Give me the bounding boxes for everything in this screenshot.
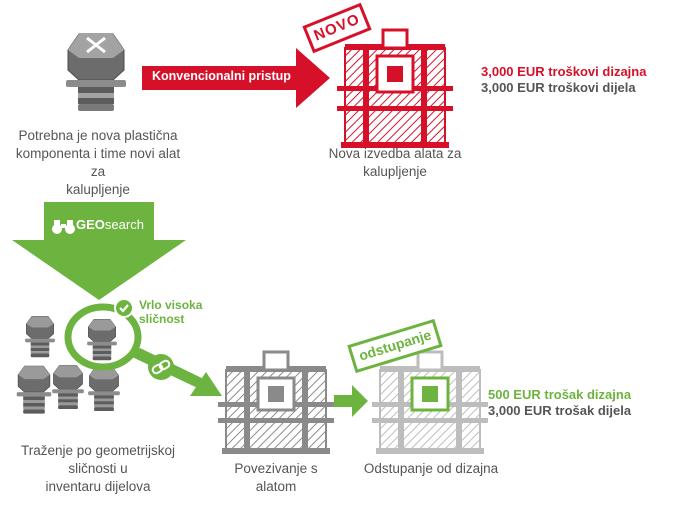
- deviation-stamp: [347, 318, 443, 374]
- plastic-part-screw-icon: [66, 33, 126, 111]
- search-caption: Traženje po geometrijskoj sličnosti u in…: [20, 443, 176, 494]
- design-cost-geosearch: 500 EUR trošak dizajna: [488, 387, 632, 402]
- new-part-caption: Potrebna je nova plastična komponenta i …: [15, 128, 181, 197]
- new-tool-caption: Nova izvedba alata za kalupljenje: [328, 146, 462, 179]
- binoculars-icon: [52, 220, 75, 234]
- link-icon: [148, 354, 174, 380]
- conventional-arrow: [142, 48, 330, 108]
- geosearch-suffix: search: [104, 217, 144, 232]
- conventional-costs: 3,000 EUR troškovi dizajna 3,000 EUR tro…: [481, 64, 646, 96]
- geosearch-costs: 500 EUR trošak dizajna 3,000 EUR trošak …: [488, 387, 631, 419]
- similarity-label: Vrlo visoka sličnost: [139, 298, 203, 326]
- check-icon: [114, 298, 134, 318]
- new-mold-tool-icon: [337, 28, 453, 148]
- modify-arrow: [334, 385, 368, 417]
- new-stamp: [302, 2, 372, 54]
- deviation-caption: Odstupanje od dizajna: [363, 461, 499, 476]
- part-cost: 3,000 EUR troškovi dijela: [481, 80, 636, 95]
- conventional-approach-label: Konvencionalni pristup: [152, 69, 291, 83]
- existing-mold-tool-icon: [218, 350, 334, 454]
- geosearch-label: GEOsearch: [76, 217, 144, 232]
- design-cost: 3,000 EUR troškovi dizajna: [481, 64, 647, 79]
- link-caption: Povezivanje s alatom: [234, 461, 318, 494]
- geosearch-prefix: GEO: [76, 217, 105, 232]
- part-cost-geosearch: 3,000 EUR trošak dijela: [488, 403, 632, 418]
- modified-mold-tool-icon: [372, 350, 488, 454]
